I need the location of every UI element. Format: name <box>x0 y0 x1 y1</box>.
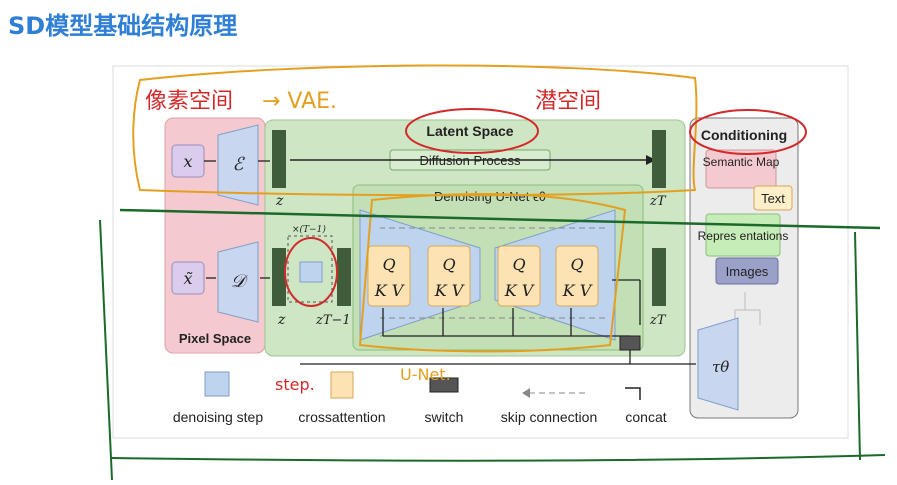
unet-decoder-shape <box>494 209 616 341</box>
x-tilde-box <box>171 261 205 295</box>
latent-space-label: Latent Space <box>426 123 513 139</box>
legend-concat-icon <box>625 387 641 400</box>
latent-bar-z-bottom <box>272 248 286 306</box>
annotation-pixel-note: 像素空间 <box>145 89 233 114</box>
legend-crossattention: crossattention <box>298 409 385 425</box>
annotation-green-right <box>854 231 861 461</box>
symbol-z-top: z <box>275 193 284 209</box>
qkv-3-kv: K V <box>504 281 535 300</box>
qkv-4-kv: K V <box>562 281 593 300</box>
annotation-red-conditioning-circle <box>689 109 807 155</box>
denoising-step-dashed <box>287 235 333 303</box>
unet-encoder-shape <box>359 209 481 341</box>
conditioning-feed-lines <box>382 308 630 337</box>
annotation-step-note: step. <box>275 375 315 394</box>
symbol-zT-bottom: zT <box>649 313 667 328</box>
slide-title: SD模型基础结构原理 <box>8 12 238 40</box>
qkv-4-q: Q <box>570 255 583 274</box>
text-label: Text <box>761 191 785 206</box>
annotation-green-bottom <box>111 454 886 462</box>
tau-theta-shape <box>697 317 739 411</box>
latent-bar-zT1 <box>337 248 351 306</box>
qkv-block-2: Q K V <box>427 245 471 307</box>
annotation-vae-note: → VAE. <box>262 89 337 114</box>
annotation-green-divider <box>119 208 881 230</box>
text-box <box>753 185 793 211</box>
qkv-block-3: Q K V <box>497 245 541 307</box>
switch-box <box>619 335 641 351</box>
images-box <box>715 257 779 285</box>
legend-denoising-step: denoising step <box>173 409 264 425</box>
annotation-orange-outline <box>132 64 698 197</box>
symbol-x-tilde: x̃ <box>183 269 192 288</box>
qkv-1-kv: K V <box>374 281 405 300</box>
annotation-red-step-circle <box>284 237 338 307</box>
pixel-space-label: Pixel Space <box>179 331 251 346</box>
representations-label: Repres entations <box>698 229 789 243</box>
legend-crossattention-icon <box>330 371 354 399</box>
legend-concat: concat <box>625 409 666 425</box>
encoder-shape <box>217 124 259 206</box>
legend-denoising-icon <box>204 371 230 397</box>
qkv-3-q: Q <box>512 255 525 274</box>
symbol-decoder: 𝒟 <box>231 271 249 292</box>
symbol-zT-top: zT <box>649 194 667 209</box>
latent-bar-zT-bottom <box>652 248 666 306</box>
annotation-unet-note: U-Net. <box>400 365 451 384</box>
symbol-times-T-1: ×(T−1) <box>292 224 326 235</box>
denoising-unet-label: Denoising U-Net ϵθ <box>434 189 546 204</box>
symbol-encoder: ℰ <box>233 154 246 175</box>
symbol-z-bottom: z <box>277 312 286 328</box>
qkv-block-1: Q K V <box>367 245 411 307</box>
symbol-zT1: zT−1 <box>315 313 351 328</box>
qkv-2-kv: K V <box>434 281 465 300</box>
semantic-map-label: Semantic Map <box>703 155 780 169</box>
annotation-orange-unet <box>358 193 627 353</box>
legend-switch: switch <box>425 409 464 425</box>
denoising-step-icon <box>299 261 323 283</box>
semantic-map-box <box>705 149 777 189</box>
qkv-block-4: Q K V <box>555 245 599 307</box>
annotation-red-latent-circle <box>405 108 539 154</box>
diffusion-arrowhead <box>646 155 656 165</box>
latent-bar-z-top <box>272 130 286 188</box>
legend-switch-icon <box>429 377 459 393</box>
symbol-x: x <box>183 152 192 171</box>
decoder-shape <box>217 241 259 323</box>
images-label: Images <box>726 264 769 279</box>
conditioning-tree-lines <box>734 292 761 325</box>
legend-skip-connection: skip connection <box>501 409 598 425</box>
legend-skip-arrowhead <box>522 388 530 398</box>
annotation-latent-note: 潜空间 <box>535 89 601 114</box>
symbol-tau-theta: τθ <box>712 358 729 376</box>
annotation-green-left <box>99 219 113 481</box>
latent-bar-zT-top <box>652 130 666 188</box>
conditioning-label: Conditioning <box>701 127 787 143</box>
qkv-1-q: Q <box>382 255 395 274</box>
qkv-2-q: Q <box>442 255 455 274</box>
